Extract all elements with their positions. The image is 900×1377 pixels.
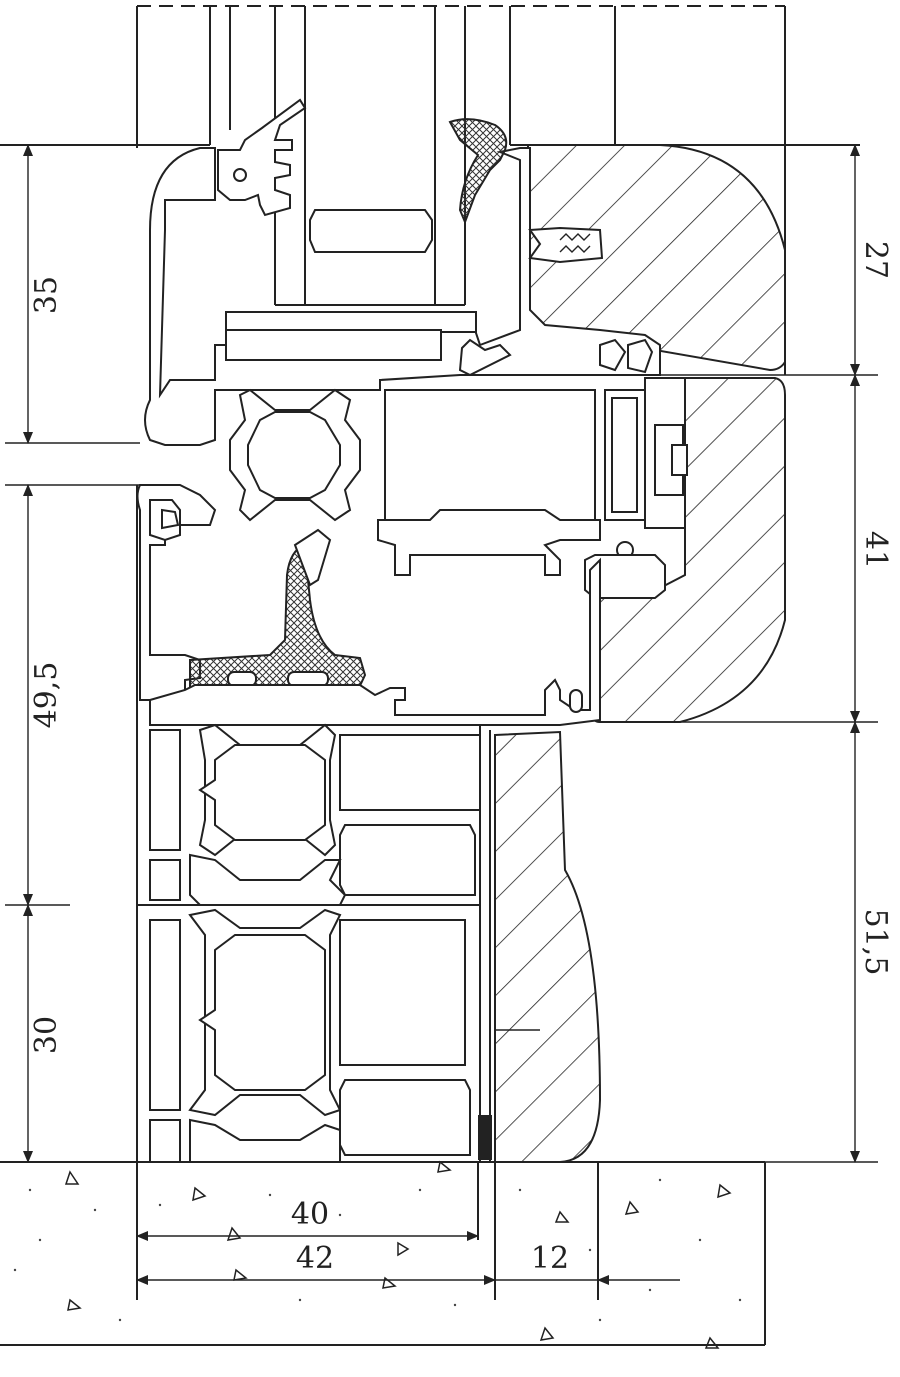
- frame-chambers-upper: [229, 388, 601, 576]
- drain-hole: [233, 168, 247, 182]
- dim-label-27: 27: [858, 241, 893, 279]
- dim-label-42: 42: [296, 1241, 334, 1276]
- timber-cladding-lower: [494, 730, 602, 1163]
- fixing-clip-upper: [528, 226, 604, 264]
- sash-profile: [144, 147, 661, 446]
- dim-label-40: 40: [291, 1197, 329, 1232]
- gasket-chamber: [227, 671, 257, 687]
- gasket-lip: [293, 528, 332, 587]
- dim-label-51-5: 51,5: [858, 909, 893, 976]
- dim-label-49-5: 49,5: [29, 662, 64, 729]
- locking-hardware: [584, 377, 688, 599]
- frame-cross-member: [149, 557, 601, 726]
- dimension-lines: [5, 144, 878, 1285]
- dim-label-12: 12: [531, 1241, 569, 1276]
- sealing-strip: [478, 1115, 492, 1160]
- gasket-chamber: [287, 671, 329, 687]
- dim-label-41: 41: [858, 531, 893, 569]
- timber-cladding-upper: [527, 144, 786, 372]
- dim-label-30: 30: [29, 1016, 64, 1054]
- frame-chambers-lower: [136, 485, 492, 1163]
- glazing-bead: [217, 98, 307, 217]
- dimension-labels: 35 49,5 30 27 41 51,5 40 42 12: [29, 241, 893, 1276]
- glazing-gasket-upper: [448, 118, 508, 225]
- floor-screed: [0, 1160, 766, 1349]
- glass-spacer: [309, 209, 433, 253]
- weather-gasket: [189, 543, 367, 707]
- dim-label-35: 35: [29, 276, 64, 314]
